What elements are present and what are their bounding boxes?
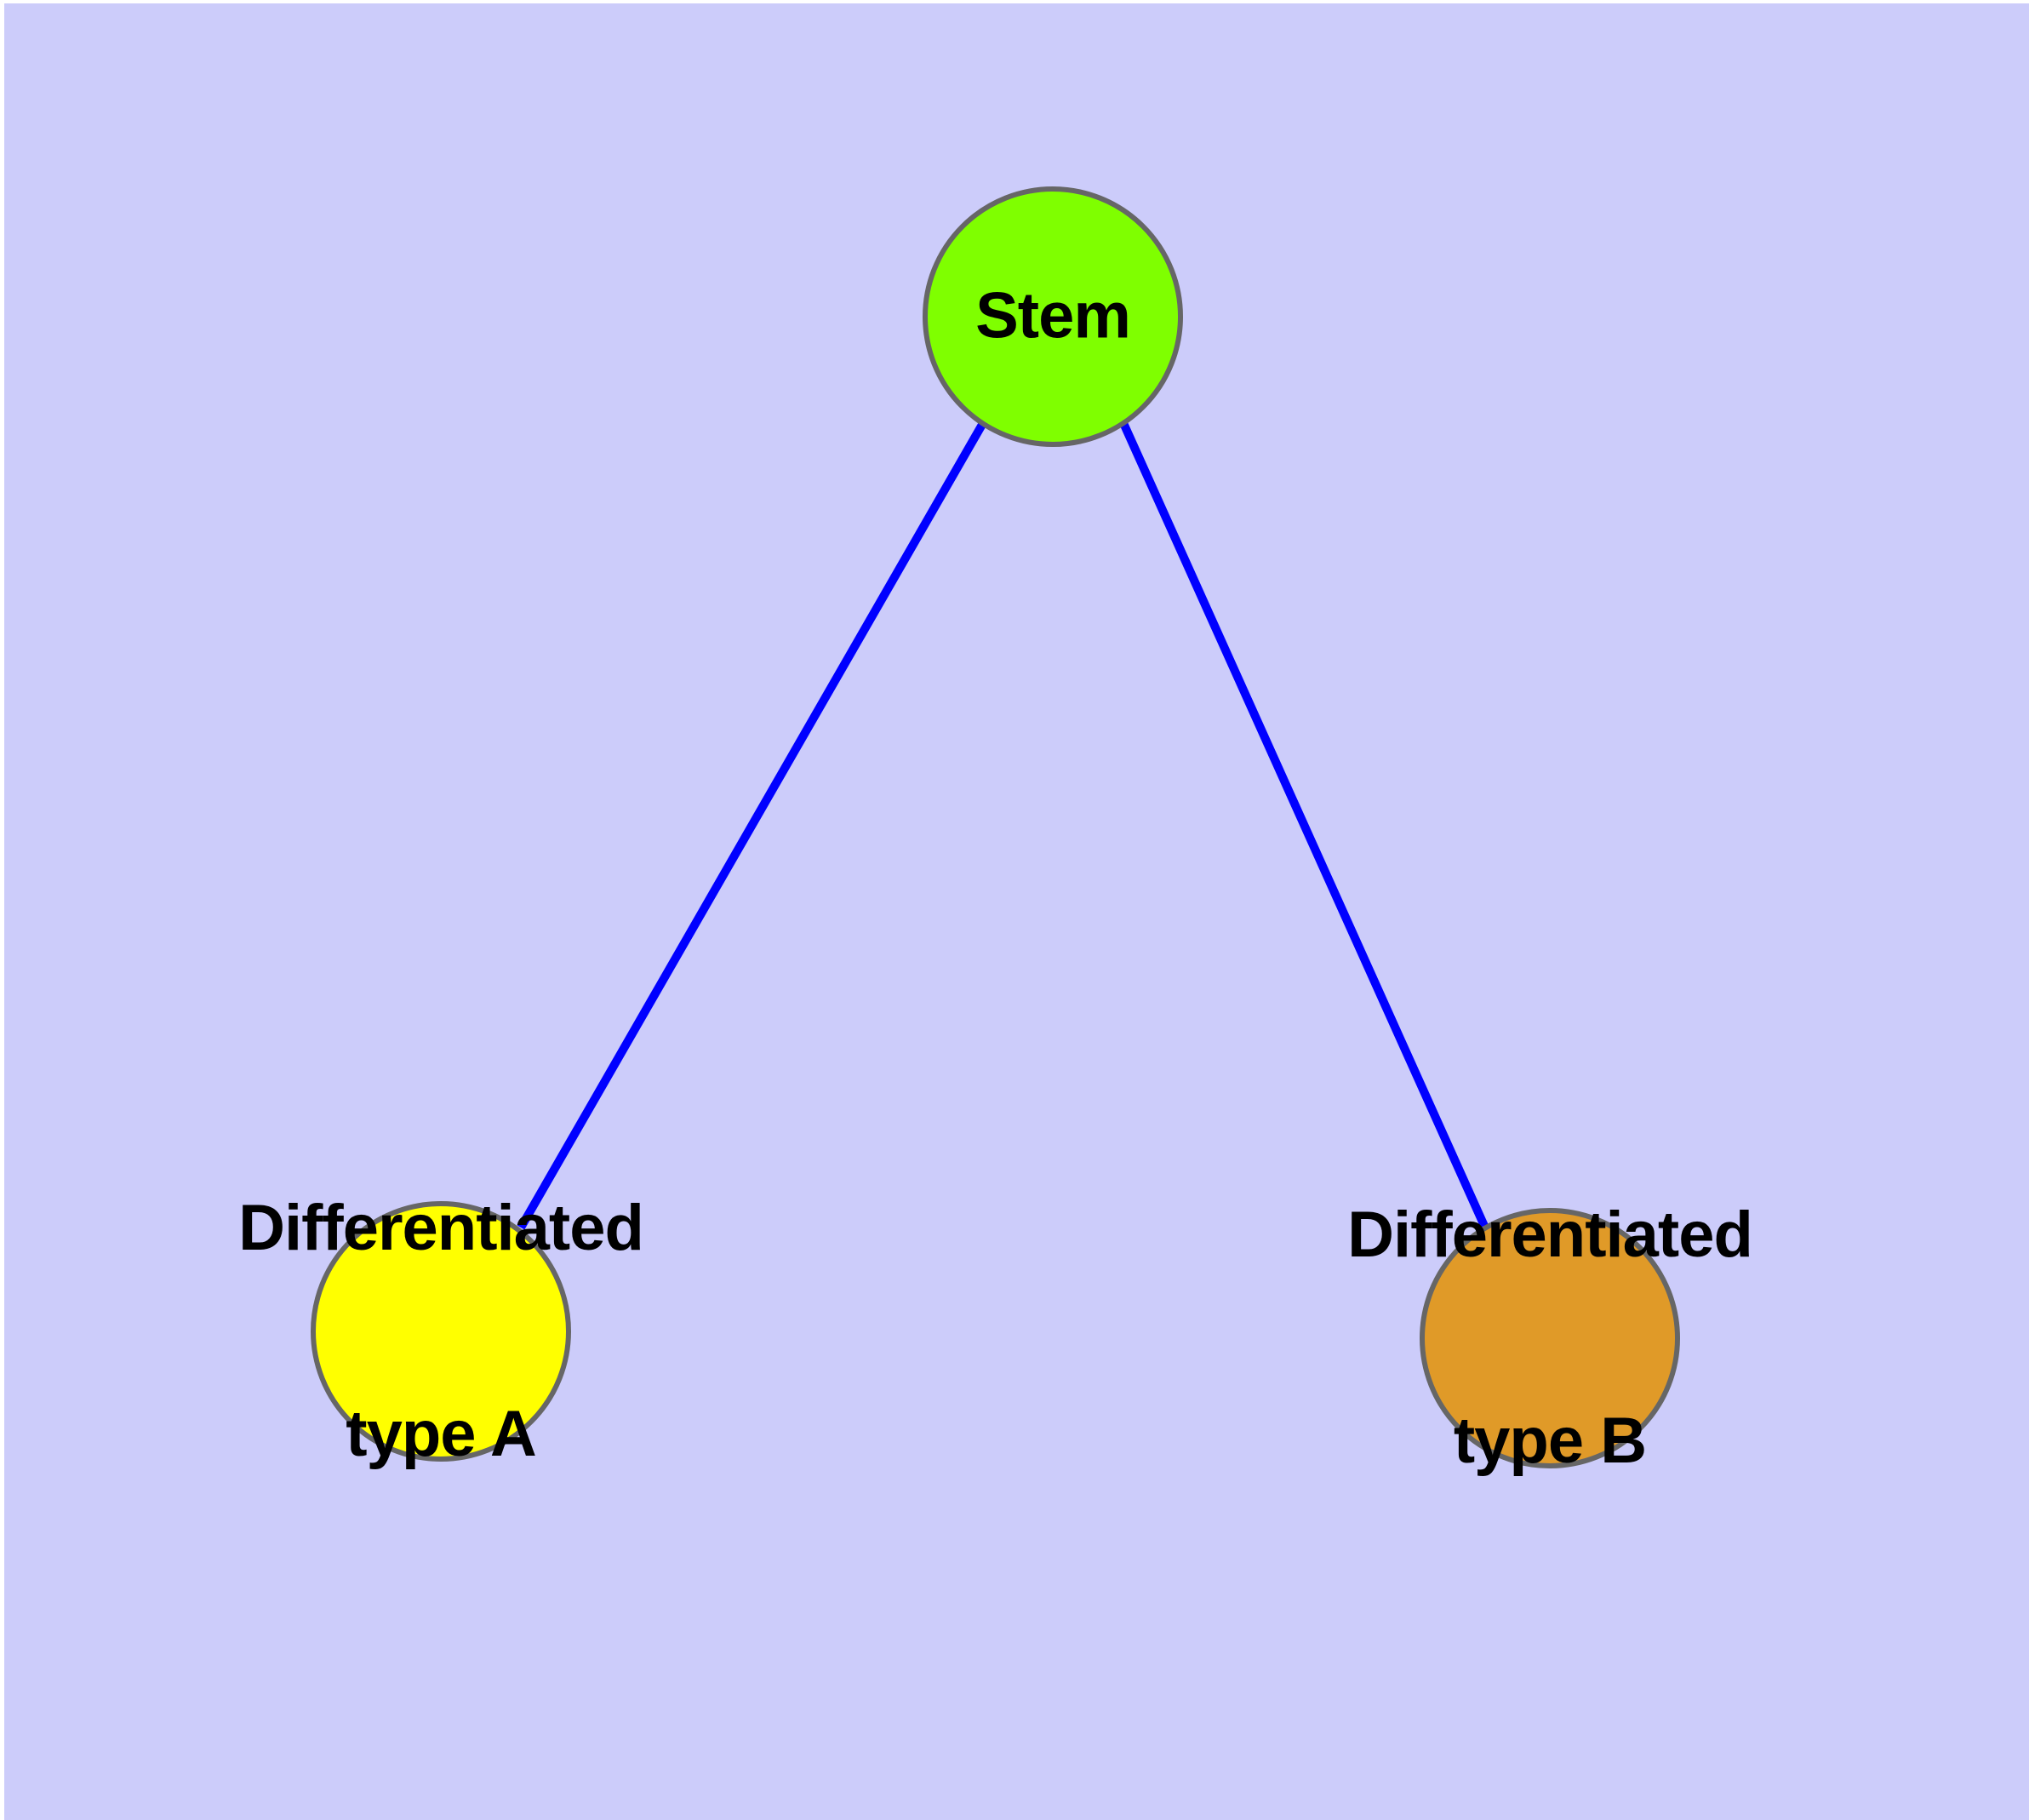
edge-layer — [517, 421, 1489, 1230]
node-layer — [311, 186, 1680, 1468]
edge-stem-to-diff-a — [517, 421, 987, 1230]
node-differentiated-type-a[interactable] — [311, 1201, 571, 1462]
edge-stem-to-diff-b — [1119, 421, 1489, 1228]
node-differentiated-type-b[interactable] — [1420, 1208, 1680, 1468]
node-stem[interactable] — [923, 186, 1183, 447]
